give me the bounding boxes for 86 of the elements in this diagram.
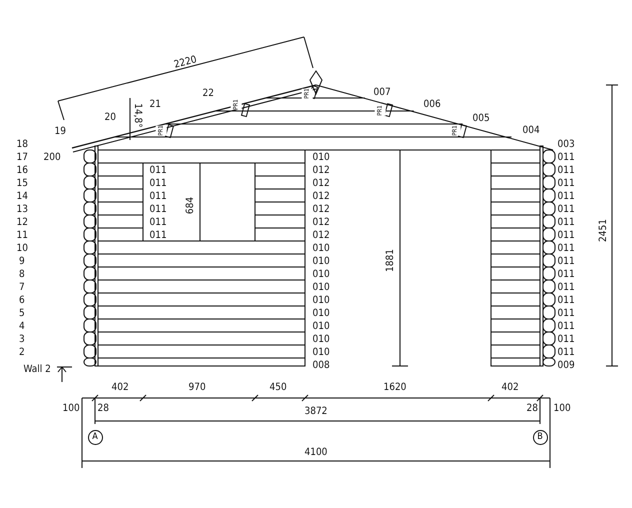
row-number: 17 <box>16 152 28 162</box>
part-code: 011 <box>150 190 167 202</box>
wall-label: Wall 2 <box>24 364 51 374</box>
part-code: 011 <box>558 242 575 254</box>
row-number: 7 <box>19 282 25 292</box>
dimension-label: 28 <box>98 402 109 414</box>
dimension-label: 2220 <box>172 54 198 70</box>
grid-axis-marker: A <box>88 430 102 444</box>
row-number: 14 <box>16 190 28 202</box>
grid-axis-marker: B <box>532 430 548 444</box>
part-code: 008 <box>312 360 330 370</box>
row-number: 18 <box>16 138 28 150</box>
part-code: 011 <box>558 282 575 292</box>
dimension-label: 450 <box>270 382 287 392</box>
part-number: 20 <box>104 112 116 122</box>
part-code: 011 <box>558 216 575 228</box>
part-code: 011 <box>558 256 575 266</box>
dimension-label: 1620 <box>384 382 406 392</box>
part-code: 011 <box>150 164 167 176</box>
dimension-label: 200 <box>44 152 61 162</box>
part-code: 011 <box>558 320 575 332</box>
row-number: 3 <box>19 334 25 344</box>
part-code: 011 <box>150 204 167 214</box>
part-code: 011 <box>558 152 575 162</box>
part-code: 011 <box>150 216 167 228</box>
part-code: 011 <box>558 334 575 344</box>
dimension-label: 402 <box>502 382 519 392</box>
part-code: 010 <box>312 152 330 162</box>
angle-label: 14,8° <box>131 102 142 128</box>
row-number: 12 <box>16 216 28 228</box>
row-number: 10 <box>16 242 28 254</box>
row-number: 13 <box>16 204 28 214</box>
row-number: 16 <box>16 164 28 176</box>
dimension-label: 2451 <box>597 218 608 242</box>
row-number: 5 <box>19 308 25 318</box>
part-code: 011 <box>150 230 167 240</box>
dimension-label: 100 <box>554 402 571 414</box>
part-code: 011 <box>558 308 575 318</box>
part-code: 011 <box>558 178 575 188</box>
dimension-label: 4100 <box>304 446 328 458</box>
part-code: 011 <box>558 204 575 214</box>
part-number: 21 <box>150 98 161 110</box>
part-code: 010 <box>312 256 330 266</box>
part-code: 005 <box>472 112 490 124</box>
part-code: 010 <box>312 334 330 344</box>
part-code: 012 <box>312 190 330 202</box>
dimension-label: 970 <box>188 382 206 392</box>
part-code: 007 <box>374 86 391 98</box>
row-number: 4 <box>19 320 25 332</box>
part-code: 003 <box>558 138 575 150</box>
dimension-label: 684 <box>184 196 196 214</box>
part-code: 006 <box>424 98 441 110</box>
part-code: 011 <box>558 190 575 202</box>
part-code: 011 <box>558 230 575 240</box>
part-code: 012 <box>312 164 330 176</box>
part-number: 22 <box>202 88 214 98</box>
row-number: 9 <box>19 256 25 266</box>
dimension-label: 1881 <box>384 248 396 272</box>
part-code: 011 <box>558 346 575 358</box>
part-code: 011 <box>558 294 575 306</box>
part-code: 004 <box>522 124 540 136</box>
part-code: 010 <box>312 308 330 318</box>
dimension-label: 100 <box>62 402 80 414</box>
dimension-label: 3872 <box>304 406 328 416</box>
part-code: 011 <box>150 178 167 188</box>
part-code: 011 <box>558 164 575 176</box>
part-code: 010 <box>312 242 330 254</box>
row-number: 6 <box>19 294 25 306</box>
part-code: 010 <box>312 294 330 306</box>
part-code: 009 <box>558 360 575 370</box>
part-code: 012 <box>312 230 330 240</box>
part-code: 010 <box>312 320 330 332</box>
part-number: 19 <box>54 126 66 136</box>
dimension-label: 28 <box>526 402 538 414</box>
row-number: 15 <box>16 178 28 188</box>
part-code: 012 <box>312 178 330 188</box>
dimension-label: 402 <box>112 382 129 392</box>
part-code: 012 <box>312 216 330 228</box>
part-code: 010 <box>312 282 330 292</box>
part-code: 011 <box>558 268 575 280</box>
row-number: 11 <box>16 230 28 240</box>
part-code: 012 <box>312 204 330 214</box>
part-code: 010 <box>312 268 330 280</box>
row-number: 8 <box>19 268 25 280</box>
row-number: 2 <box>19 346 25 358</box>
part-code: 010 <box>312 346 330 358</box>
